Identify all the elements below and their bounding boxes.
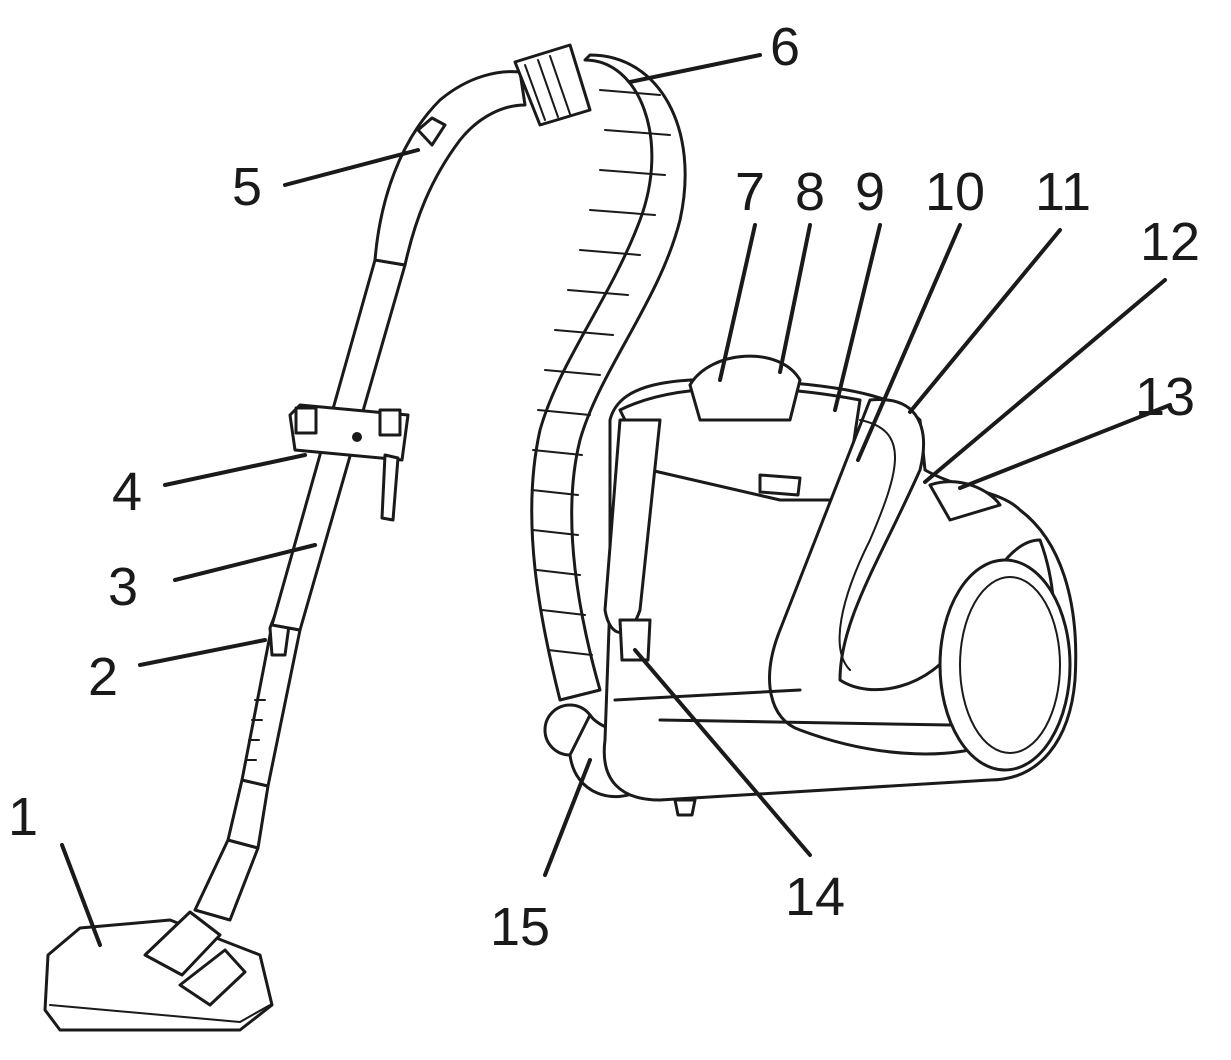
callout-12: 12 <box>1140 212 1200 272</box>
leader-lines <box>60 53 1172 947</box>
callout-4: 4 <box>112 462 142 522</box>
callout-11: 11 <box>1035 162 1091 222</box>
vacuum-body <box>602 354 1078 817</box>
callout-1: 1 <box>8 787 38 847</box>
callout-labels: 1 2 3 4 5 6 7 8 9 10 11 12 13 14 15 <box>8 17 1200 957</box>
callout-10: 10 <box>925 162 985 222</box>
callout-5: 5 <box>232 157 262 217</box>
callout-9: 9 <box>855 162 885 222</box>
telescopic-tube <box>193 258 407 922</box>
callout-3: 3 <box>108 557 138 617</box>
callout-15: 15 <box>490 897 550 957</box>
hose-and-handle <box>373 43 687 702</box>
callout-2: 2 <box>88 647 118 707</box>
callout-14: 14 <box>785 867 845 927</box>
floor-nozzle <box>43 910 274 1032</box>
callout-7: 7 <box>735 162 765 222</box>
tube-parking-clip <box>288 403 410 522</box>
callout-6: 6 <box>770 17 800 77</box>
callout-8: 8 <box>795 162 825 222</box>
callout-13: 13 <box>1135 367 1195 427</box>
